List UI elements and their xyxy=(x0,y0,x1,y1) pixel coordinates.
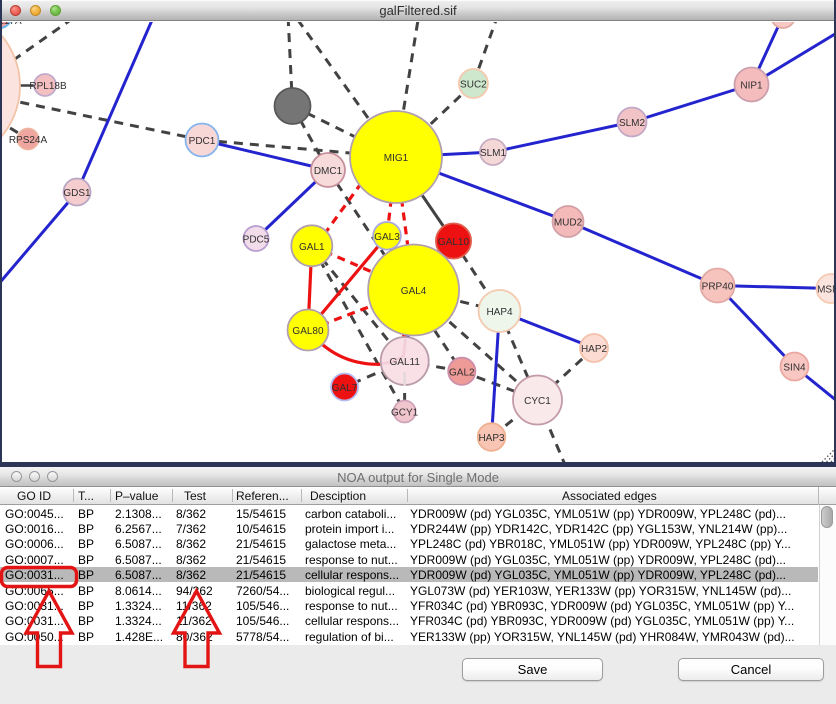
svg-text:PDC5: PDC5 xyxy=(243,235,270,246)
svg-text:SUC2: SUC2 xyxy=(460,80,487,91)
svg-text:GAL10: GAL10 xyxy=(438,237,470,248)
svg-text:RPL17A: RPL17A xyxy=(2,22,22,27)
svg-text:GAL1: GAL1 xyxy=(299,242,325,253)
svg-text:GCY1: GCY1 xyxy=(391,408,419,419)
svg-text:SLM1: SLM1 xyxy=(480,148,507,159)
svg-text:PDC1: PDC1 xyxy=(189,136,216,147)
svg-text:NIP1: NIP1 xyxy=(740,81,763,92)
svg-text:SIN4: SIN4 xyxy=(783,363,806,374)
svg-text:GAL7: GAL7 xyxy=(332,383,358,394)
svg-text:RPL18B: RPL18B xyxy=(29,81,67,92)
svg-text:GAL80: GAL80 xyxy=(292,326,324,337)
svg-text:GAL11: GAL11 xyxy=(390,357,421,368)
svg-text:MIG1: MIG1 xyxy=(384,153,409,164)
svg-text:HAP3: HAP3 xyxy=(478,433,505,444)
svg-text:HAP4: HAP4 xyxy=(486,307,513,318)
svg-text:MUD2: MUD2 xyxy=(554,218,583,229)
svg-text:MSN5: MSN5 xyxy=(817,285,834,296)
svg-text:GAL4: GAL4 xyxy=(401,286,427,297)
svg-text:PRP40: PRP40 xyxy=(702,282,734,293)
svg-text:GAL2: GAL2 xyxy=(449,367,475,378)
svg-text:DMC1: DMC1 xyxy=(314,166,343,177)
svg-text:HAP2: HAP2 xyxy=(581,344,608,355)
svg-text:GAL3: GAL3 xyxy=(374,232,400,243)
svg-text:SLM2: SLM2 xyxy=(619,118,646,129)
svg-text:GDS1: GDS1 xyxy=(63,188,91,199)
svg-text:CYC1: CYC1 xyxy=(524,396,551,407)
svg-text:RPS24A: RPS24A xyxy=(9,135,48,146)
